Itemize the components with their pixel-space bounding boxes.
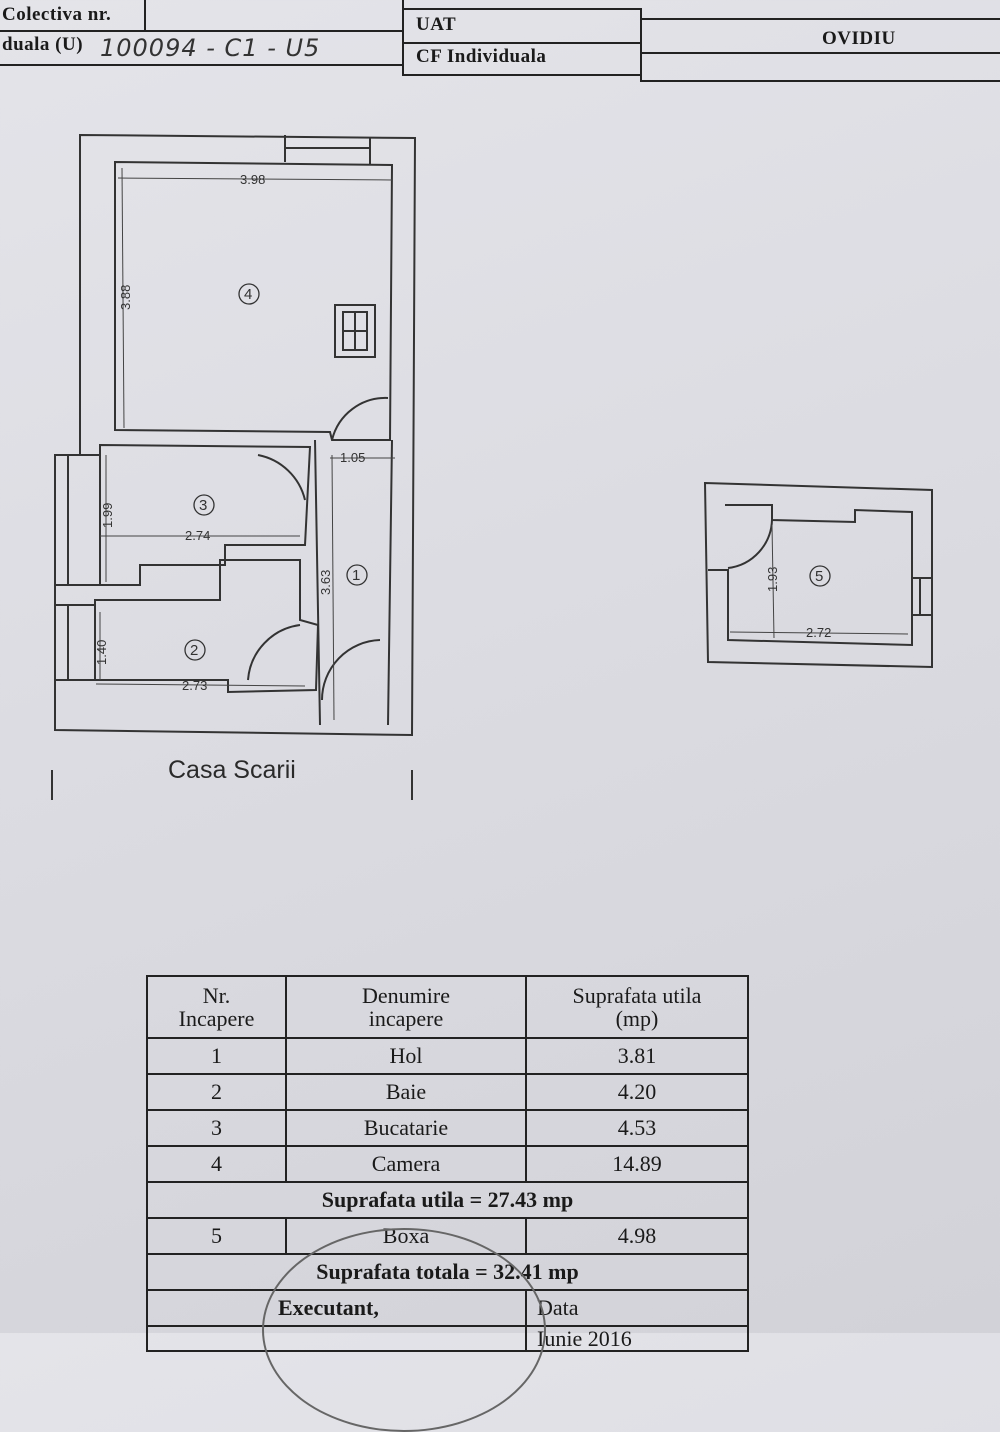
- row-nr: 5: [146, 1217, 287, 1255]
- header-cf-label: CF Individuala: [416, 46, 547, 67]
- row-area: 3.81: [525, 1037, 749, 1075]
- table-row: 4 Camera 14.89: [146, 1145, 749, 1183]
- row-nr: 2: [146, 1073, 287, 1111]
- row-name: Baie: [285, 1073, 527, 1111]
- header-colectiva-label: Colectiva nr.: [2, 4, 112, 25]
- table-row: 2 Baie 4.20: [146, 1073, 749, 1111]
- room-number-2: 2: [190, 642, 198, 659]
- dim-room2-width: 2.73: [182, 678, 207, 693]
- header-uat-label: UAT: [416, 14, 457, 35]
- table-row: 3 Bucatarie 4.53: [146, 1109, 749, 1147]
- header-name: Denumire incapere: [285, 975, 527, 1039]
- dim-room4-width: 3.98: [240, 172, 265, 187]
- header-handwritten-id: 100094 - C1 - U5: [100, 34, 321, 62]
- header-individuala-label: duala (U): [2, 34, 84, 55]
- row-nr: 1: [146, 1037, 287, 1075]
- room-number-4: 4: [244, 286, 252, 303]
- dim-room4-height: 3.88: [118, 285, 133, 310]
- dim-room3-width: 2.74: [185, 528, 210, 543]
- floor-plan: 3.98 3.88 1.05 1.99 2.74 3.63 1.40 2.73 …: [51, 133, 933, 800]
- row-nr: 4: [146, 1145, 287, 1183]
- row-name: Camera: [285, 1145, 527, 1183]
- dim-room5-height: 1.93: [765, 567, 780, 592]
- executant-label: Executant,: [146, 1289, 527, 1327]
- room-number-3: 3: [199, 497, 207, 514]
- cadastral-header: Colectiva nr. duala (U) 100094 - C1 - U5…: [0, 0, 1000, 82]
- row-area: 4.98: [525, 1217, 749, 1255]
- row-name: Boxa: [285, 1217, 527, 1255]
- dim-room3-height: 1.99: [100, 503, 115, 528]
- header-cell-cf-value: [640, 52, 1000, 82]
- header-uat-value: OVIDIU: [822, 28, 896, 49]
- row-area: 4.53: [525, 1109, 749, 1147]
- row-name: Hol: [285, 1037, 527, 1075]
- useful-area-total: Suprafata utila = 27.43 mp: [146, 1181, 749, 1219]
- row-name: Bucatarie: [285, 1109, 527, 1147]
- table-row: 5 Boxa 4.98: [146, 1217, 749, 1255]
- header-area: Suprafata utila (mp): [525, 975, 749, 1039]
- row-nr: 3: [146, 1109, 287, 1147]
- date-value: Iunie 2016: [525, 1324, 749, 1353]
- header-nr: Nr. Incapere: [146, 975, 287, 1039]
- area-table: Nr. Incapere Denumire incapere Suprafata…: [146, 975, 749, 1353]
- row-area: 4.20: [525, 1073, 749, 1111]
- stair-label: Casa Scarii: [168, 756, 296, 784]
- dim-room5-width: 2.72: [806, 625, 831, 640]
- row-area: 14.89: [525, 1145, 749, 1183]
- table-row: 1 Hol 3.81: [146, 1037, 749, 1075]
- date-label: Data: [525, 1289, 749, 1327]
- room-number-5: 5: [815, 568, 823, 585]
- dim-door-width: 1.05: [340, 450, 365, 465]
- dim-room2-height: 1.40: [94, 640, 109, 665]
- grand-total: Suprafata totala = 32.41 mp: [146, 1253, 749, 1291]
- room-number-1: 1: [352, 567, 360, 584]
- dim-room1-length: 3.63: [318, 570, 333, 595]
